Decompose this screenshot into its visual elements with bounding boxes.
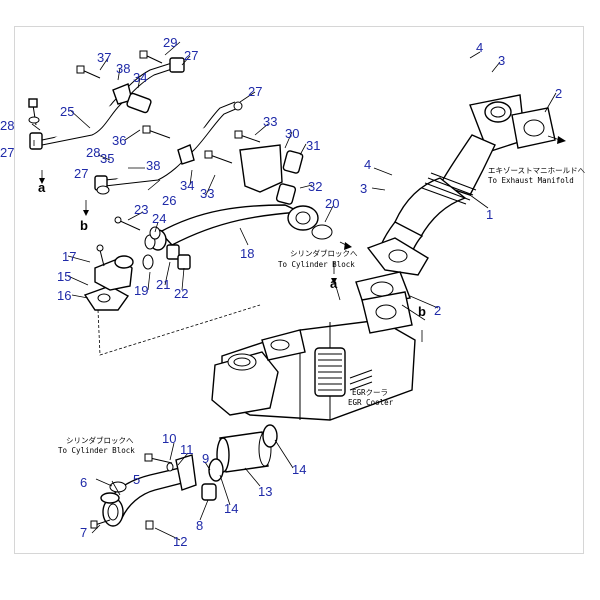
bolt-23-washer-24	[114, 216, 161, 240]
callout-34-b: 34	[180, 178, 194, 193]
callout-23: 23	[134, 202, 148, 217]
callout-27-c: 27	[0, 145, 14, 160]
dashed-connector	[97, 304, 261, 356]
callout-17: 17	[62, 249, 76, 264]
callout-19: 19	[134, 283, 148, 298]
callout-8: 8	[196, 518, 203, 533]
callout-27-b: 27	[248, 84, 262, 99]
leader-lines	[31, 41, 557, 541]
clamp-21-22	[166, 244, 191, 270]
callout-2-top: 2	[555, 86, 562, 101]
callout-14-a: 14	[292, 462, 306, 477]
gasket-2-top	[511, 107, 556, 149]
callout-14-b: 14	[224, 501, 238, 516]
note-cyl-block-en-2: To Cylinder Block	[58, 446, 135, 455]
callout-7: 7	[80, 525, 87, 540]
callout-33-a: 33	[263, 114, 277, 129]
callout-38-a: 38	[116, 61, 130, 76]
callout-11: 11	[180, 442, 194, 457]
callout-3-mid: 3	[360, 181, 367, 196]
callout-4-mid: 4	[364, 157, 371, 172]
bolts-7-10-12	[90, 453, 174, 530]
callout-13: 13	[258, 484, 272, 499]
egr-cooler	[211, 291, 416, 421]
callout-28-b: 28	[86, 145, 100, 160]
callout-2-mid: 2	[434, 303, 441, 318]
note-cyl-block-jp-1: シリンダブロックへ	[290, 248, 358, 258]
callout-37: 37	[97, 50, 111, 65]
note-egr-en: EGR Cooler	[348, 398, 394, 407]
callout-31: 31	[306, 138, 320, 153]
callout-26: 26	[162, 193, 176, 208]
callout-32: 32	[308, 179, 322, 194]
callout-10: 10	[162, 431, 176, 446]
callout-3-top: 3	[498, 53, 505, 68]
callout-6: 6	[80, 475, 87, 490]
connector-15-16-17	[83, 244, 154, 311]
callout-34-a: 34	[133, 70, 147, 85]
ref-arrows	[41, 170, 423, 342]
callout-24: 24	[152, 211, 166, 226]
callout-38-b: 38	[146, 158, 160, 173]
note-cyl-block-en-1: To Cylinder Block	[278, 260, 355, 269]
note-exhaust-en: To Exhaust Manifold	[488, 176, 574, 185]
callout-4-top: 4	[476, 40, 483, 55]
bottom-tube-5	[100, 454, 197, 527]
tube-18	[144, 204, 319, 251]
callout-33-b: 33	[200, 186, 214, 201]
tube-26	[94, 101, 243, 195]
callout-20: 20	[325, 196, 339, 211]
gasket-20	[311, 224, 333, 240]
callout-15: 15	[57, 269, 71, 284]
note-egr-jp: EGRクーラ	[352, 388, 388, 397]
callout-27-a: 27	[184, 48, 198, 63]
callout-22: 22	[174, 286, 188, 301]
note-exhaust-jp: エキゾーストマニホールドへ	[488, 166, 586, 175]
callout-18: 18	[240, 246, 254, 261]
ref-a-top: a	[38, 180, 46, 195]
callout-12: 12	[173, 534, 187, 549]
callout-21: 21	[156, 277, 170, 292]
tube-25	[28, 57, 185, 150]
clamps-14	[208, 424, 278, 482]
gasket-6	[109, 481, 127, 493]
callout-9: 9	[202, 451, 209, 466]
ref-b-bottom: b	[418, 304, 426, 319]
bolts-33-37	[76, 50, 261, 164]
callout-29: 29	[163, 35, 177, 50]
callout-35: 35	[100, 151, 114, 166]
ref-b-top: b	[80, 218, 88, 233]
spacer-8	[201, 483, 217, 501]
callout-5: 5	[133, 472, 140, 487]
callout-30: 30	[285, 126, 299, 141]
callout-25: 25	[60, 104, 74, 119]
callout-36: 36	[112, 133, 126, 148]
callout-27-d: 27	[74, 166, 88, 181]
note-cyl-block-jp-2: シリンダブロックへ	[66, 435, 134, 445]
callout-28-a: 28	[0, 118, 14, 133]
bracket-30-31-32	[239, 144, 304, 205]
bracket-34-36	[112, 83, 195, 165]
callout-16: 16	[57, 288, 71, 303]
exhaust-elbow-pipe	[366, 94, 526, 276]
callout-1: 1	[486, 207, 493, 222]
